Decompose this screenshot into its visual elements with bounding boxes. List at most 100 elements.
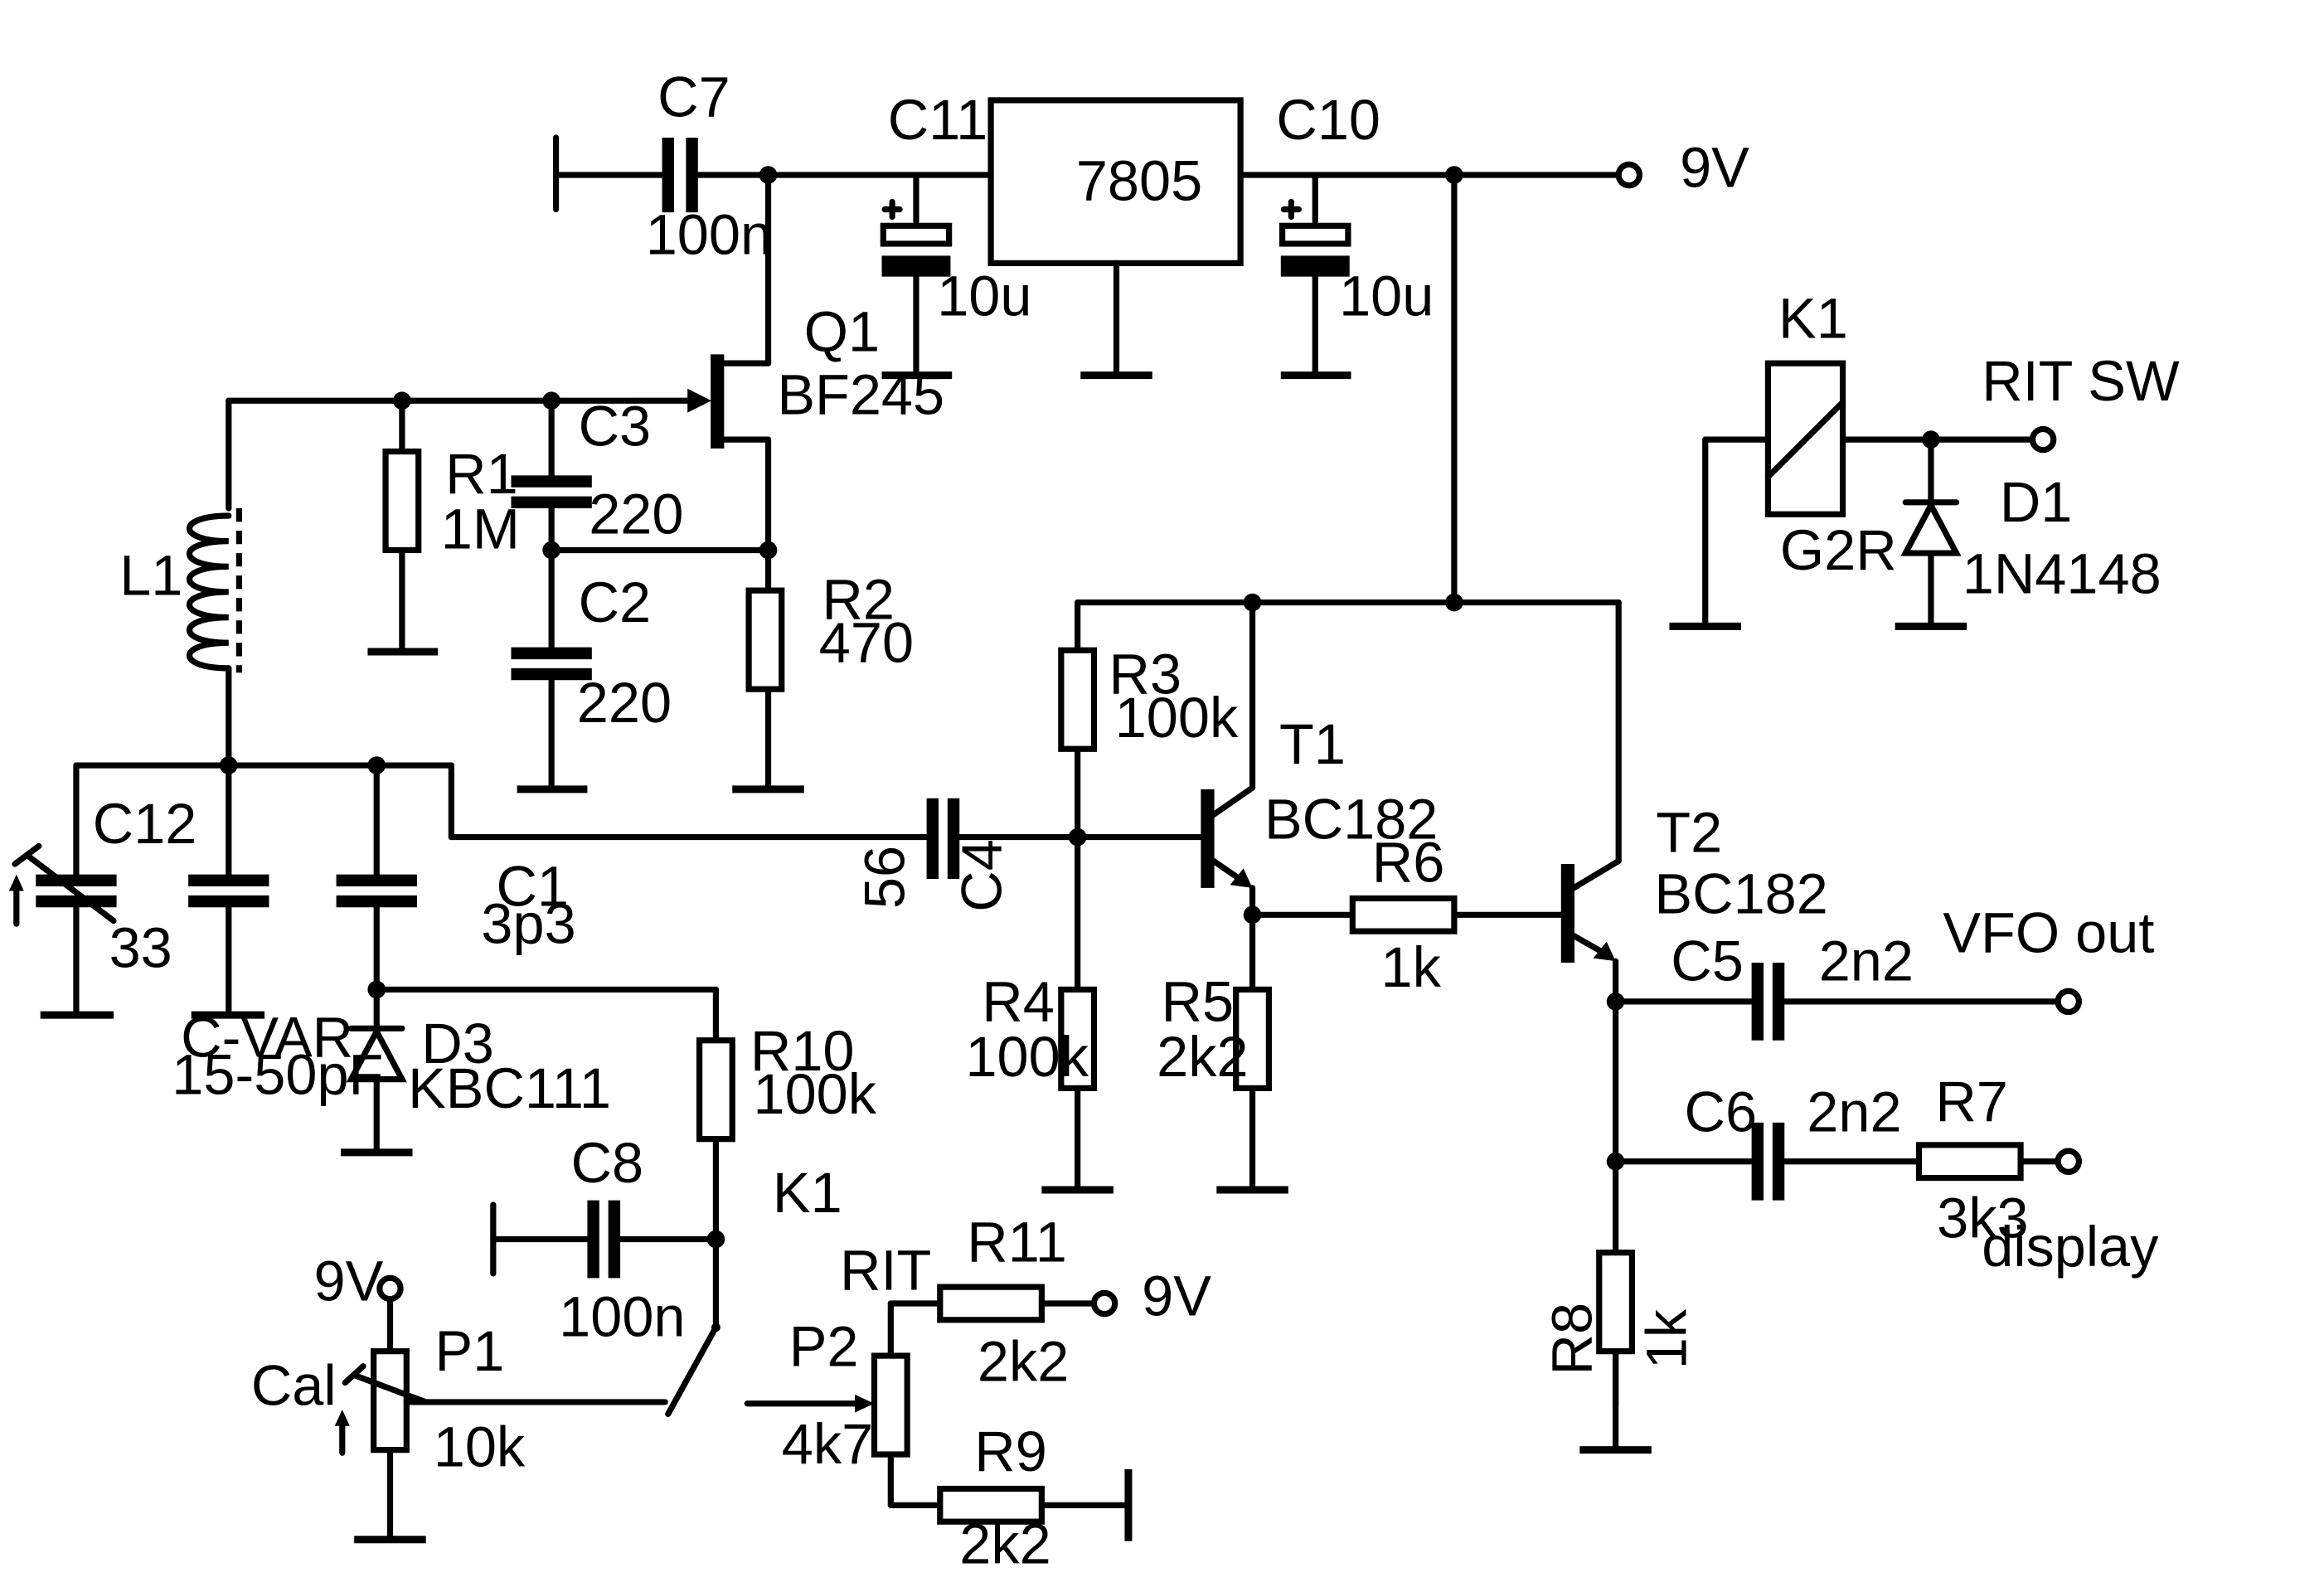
label-k1-relay: K1 [1778,287,1848,351]
label-c10-value: 10u [1339,264,1434,328]
label-t2: T2 [1656,801,1722,865]
label-d1: D1 [2000,470,2073,534]
label-d3-type: KBC111 [408,1056,611,1120]
label-r5: R5 [1162,969,1235,1033]
label-r10: R10 [750,1019,855,1083]
resistor-r1 [367,397,439,656]
label-rit-sw: RIT SW [1982,349,2180,413]
label-r1-value: 1M [441,498,520,561]
label-c4: C4 [950,839,1014,912]
label-c3-value: 220 [589,483,683,546]
diode-d3 [340,1025,413,1157]
label-c11: C11 [888,88,988,152]
potentiometer-p2 [744,1300,910,1508]
inductor-l1 [187,397,243,774]
label-c7-value: 100n [646,203,772,267]
label-c7: C7 [657,66,730,129]
resistor-r5 [1216,911,1288,1194]
label-r2: R2 [822,567,895,631]
label-c3: C3 [579,394,652,458]
label-regulator: 7805 [1076,149,1202,213]
label-c5: C5 [1671,929,1744,993]
label-q1: Q1 [804,300,880,364]
label-r3-value: 100k [1115,686,1239,750]
label-p2: P2 [789,1315,859,1379]
label-r2-value: 470 [819,611,914,675]
capacitor-c11 [880,172,953,380]
label-9v-r11: 9V [1142,1264,1211,1327]
label-c1-value: 3p3 [481,892,575,956]
label-r8-value: 1k [1634,1308,1698,1369]
capacitor-c12 [8,762,117,1019]
label-c8-value: 100n [559,1285,685,1349]
label-l1: L1 [119,544,182,608]
capacitor-c3 [511,397,778,653]
label-r9: R9 [974,1420,1047,1483]
label-r4: R4 [982,969,1055,1033]
capacitor-c2 [511,647,592,794]
label-p2-value: 4k7 [782,1412,873,1476]
label-c6-value: 2n2 [1807,1080,1901,1144]
relay-coil-k1 [1669,360,2057,630]
label-cal: Cal [251,1354,337,1418]
label-c1: C1 [496,854,569,918]
rail-9v-vertical [1445,172,1463,612]
resistor-r6 [1249,895,1567,934]
resistor-r2 [732,546,804,794]
capacitor-c7 [662,137,698,213]
label-c6: C6 [1684,1080,1757,1144]
label-p1: P1 [435,1319,505,1383]
label-c5-value: 2n2 [1819,929,1914,993]
capacitor-c8 [490,1200,720,1279]
label-9v-supply: 9V [1680,135,1749,199]
label-display: display [1982,1215,2159,1279]
label-r11-value: 2k2 [978,1330,1069,1394]
capacitor-c10 [1279,172,1351,380]
resistor-r4 [1041,833,1113,1194]
resistor-r11 [887,1284,1118,1323]
label-cvar-value: 15-50pF [172,1043,383,1107]
label-c2: C2 [579,570,652,634]
transistor-t1 [1201,599,1262,925]
label-r5-value: 2k2 [1157,1025,1248,1089]
label-r7: R7 [1935,1070,2008,1133]
label-c4-value: 56 [853,846,917,909]
capacitor-cvar [188,762,269,1019]
resistor-r10 [373,986,735,1327]
label-d3: D3 [421,1012,494,1075]
potentiometer-p1 [334,1274,668,1544]
lc-bus [73,756,933,841]
transistor-q1 [226,172,772,554]
label-c2-value: 220 [577,671,672,735]
label-r8: R8 [1540,1303,1604,1376]
label-r7-value: 3k3 [1937,1187,2028,1250]
label-c8: C8 [571,1131,644,1195]
label-d1-type: 1N4148 [1963,542,2161,606]
label-t1: T1 [1279,712,1346,776]
label-k1-contact: K1 [773,1161,842,1225]
label-r6: R6 [1372,831,1445,895]
capacitor-c5 [1612,962,2082,1041]
label-9v-p1: 9V [314,1249,384,1313]
resistor-r7 [1915,1142,2082,1182]
label-r9-value: 2k2 [959,1512,1050,1576]
label-r3: R3 [1109,643,1182,706]
label-t1-type: BC182 [1264,787,1438,851]
label-q1-type: BF245 [777,362,944,426]
resistor-r8 [1579,1250,1652,1454]
label-c12: C12 [93,792,197,856]
relay-contact-k1 [665,1323,720,1417]
capacitor-c1 [336,762,417,1029]
top-rail [552,134,1643,213]
regulator-7805 [987,97,1244,380]
component-labels: C7 100n C11 10u 7805 C10 10u 9V Q1 BF245… [93,66,2180,1576]
label-t2-type: BC182 [1654,862,1827,926]
resistor-r9 [887,1469,1133,1541]
diode-d1 [1895,436,1967,630]
label-c10: C10 [1276,88,1380,152]
label-vfo-out: VFO out [1943,900,2154,964]
capacitor-c6 [1612,1122,1923,1201]
label-r6-value: 1k [1381,935,1442,999]
label-p1-value: 10k [434,1415,526,1478]
